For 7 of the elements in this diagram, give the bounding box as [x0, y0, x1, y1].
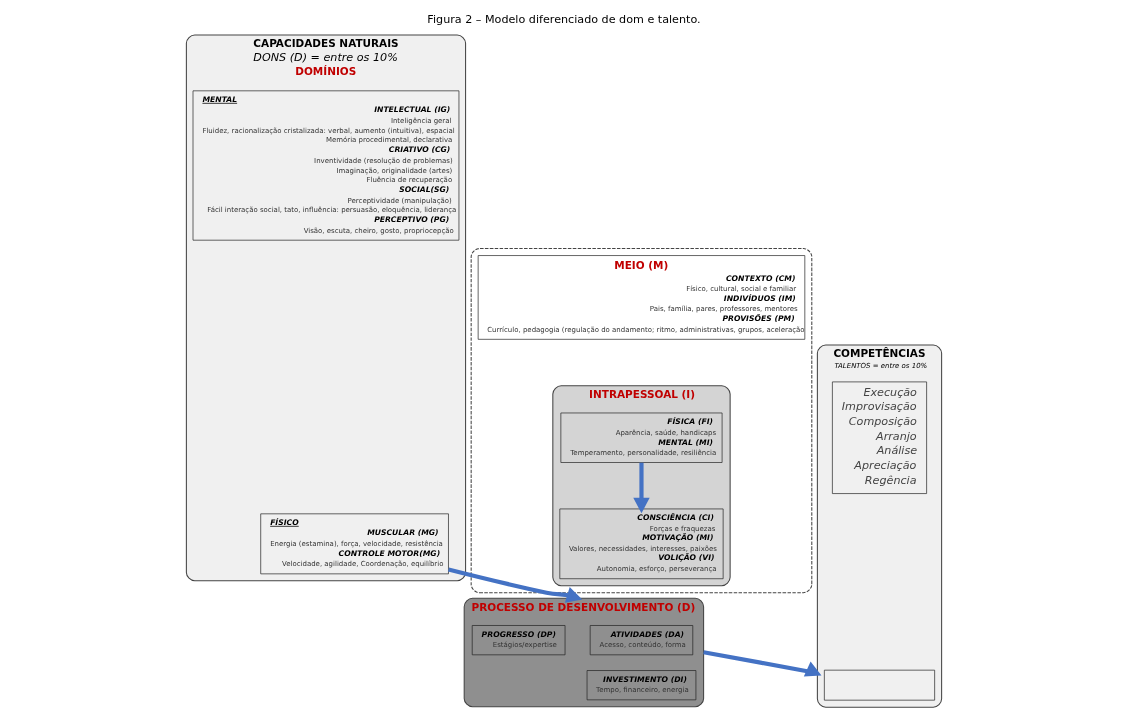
arrow: [703, 650, 822, 677]
node-box: [824, 669, 935, 701]
arrow: [633, 462, 650, 514]
arrow: [448, 567, 583, 603]
cluster: [470, 248, 813, 594]
node-box: Execução Improvisação Composição Arranjo Análise Apreciação Regência: [832, 381, 927, 494]
diagram-title: Figura 2 – Modelo diferenciado de dom e talento.: [427, 12, 701, 26]
